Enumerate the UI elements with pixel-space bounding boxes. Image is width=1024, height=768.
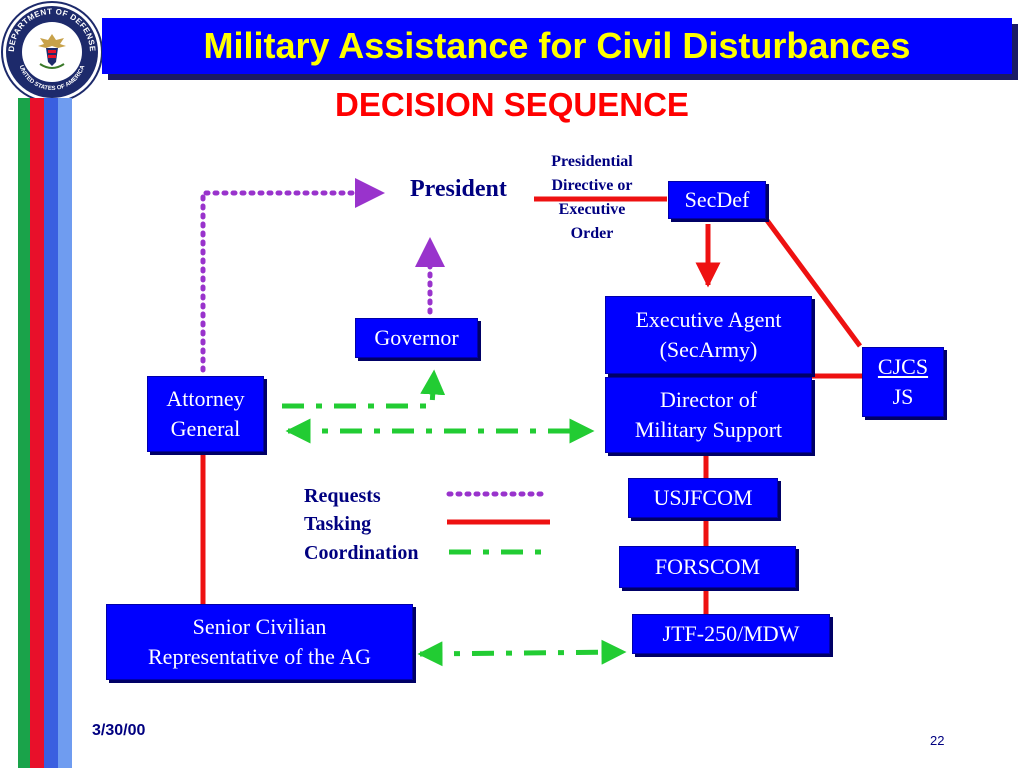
executive-agent-box: Executive Agent (SecArmy) (605, 296, 812, 374)
coord-scr-jtf (417, 639, 627, 667)
attorney-general-box: Attorney General (147, 376, 264, 452)
directive-label: Presidential Directive or Executive Orde… (551, 153, 633, 242)
legend-requests-label: Requests (304, 485, 381, 507)
cjcs-label: CJCS (877, 354, 929, 380)
senior-civilian-rep-box: Senior Civilian Representative of the AG (106, 604, 413, 680)
governor-box: Governor (355, 318, 478, 358)
request-ag-president (200, 178, 385, 373)
dod-seal: DEPARTMENT OF DEFENSE UNITED STATES OF A… (1, 1, 103, 103)
eagle-seal-icon (38, 34, 66, 69)
stripe-green (18, 98, 30, 768)
stripe-blue (44, 98, 58, 768)
forscom-box: FORSCOM (619, 546, 796, 588)
page-subtitle: DECISION SEQUENCE (335, 86, 689, 123)
title-bar: Military Assistance for Civil Disturbanc… (102, 18, 1012, 74)
coord-ag-governor (282, 369, 446, 409)
secdef-box: SecDef (668, 181, 766, 219)
page-number: 22 (930, 733, 945, 748)
president-label: President (410, 176, 507, 202)
director-military-support-box: Director of Military Support (605, 377, 812, 453)
tasking-secdef-cjcs (763, 217, 863, 348)
js-label: JS (892, 384, 914, 409)
legend-tasking-label: Tasking (304, 513, 372, 535)
stripe-light-blue (58, 98, 72, 768)
cjcs-box: CJCS JS (862, 347, 944, 417)
left-stripes (18, 98, 72, 768)
legend-coordination-label: Coordination (304, 542, 419, 564)
footer-date: 3/30/00 (92, 722, 146, 739)
page-title: Military Assistance for Civil Disturbanc… (203, 25, 911, 66)
jtf-250-mdw-box: JTF-250/MDW (632, 614, 830, 654)
stripe-red (30, 98, 44, 768)
usjfcom-box: USJFCOM (628, 478, 778, 518)
